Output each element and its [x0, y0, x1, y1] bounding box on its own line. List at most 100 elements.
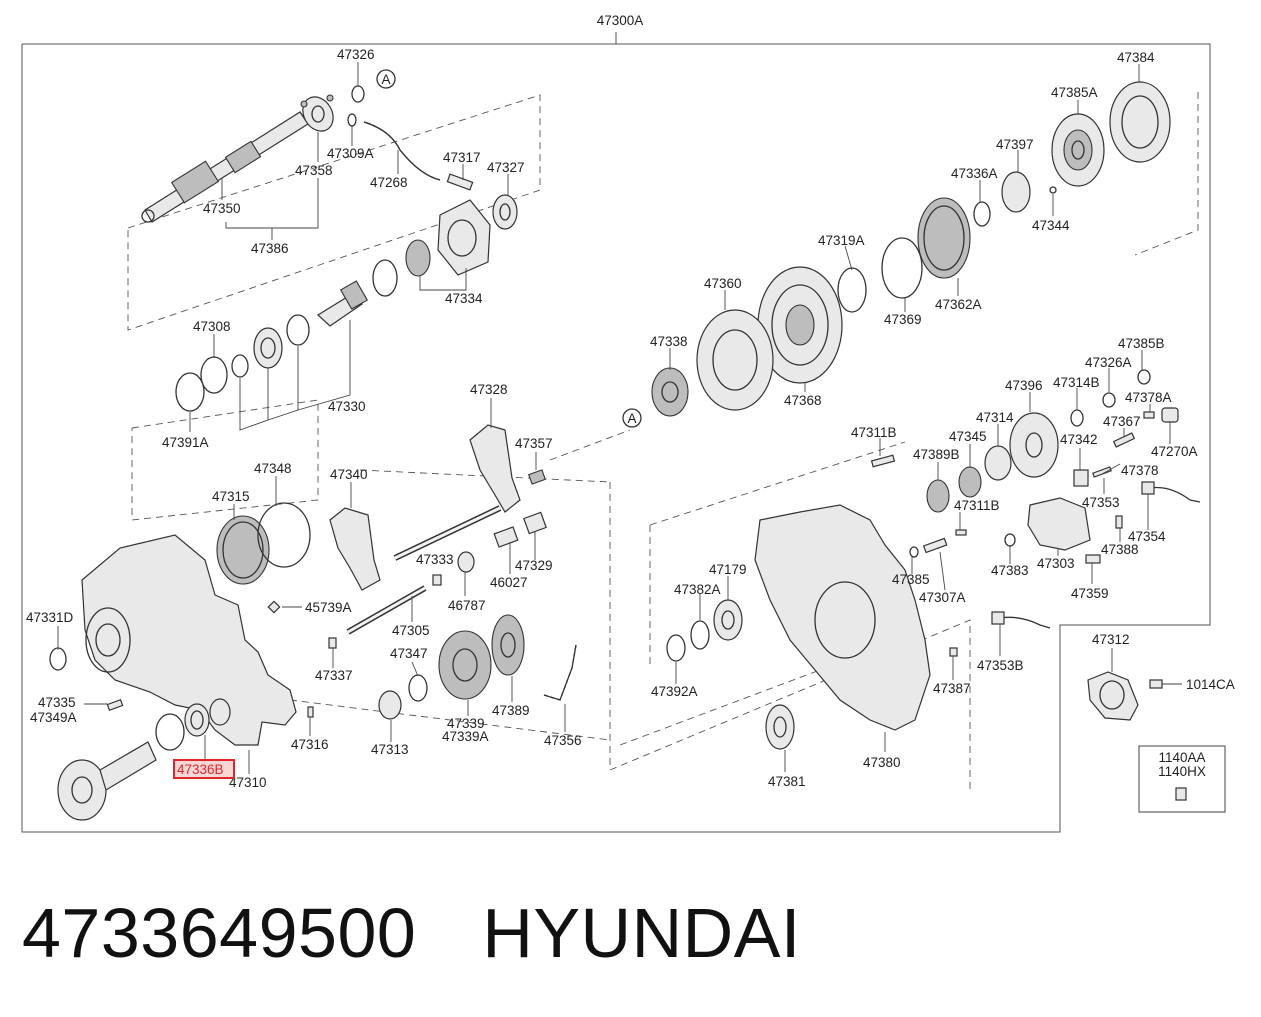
bolt-47388 [1115, 515, 1123, 529]
label-47362A: 47362A [935, 297, 982, 312]
part-labels: 47300A 47326 47309A 47358 47350 47386 47… [26, 13, 1235, 790]
label-47348: 47348 [254, 461, 292, 476]
bearing-47384 [1109, 81, 1171, 163]
label-47311B-second: 47311B [954, 498, 1000, 513]
label-47328: 47328 [470, 382, 508, 397]
label-47356: 47356 [544, 733, 582, 748]
label-47309A: 47309A [327, 146, 374, 161]
label-47392A: 47392A [651, 684, 698, 699]
label-47338: 47338 [650, 334, 688, 349]
label-47385: 47385 [892, 572, 930, 587]
snap-ring-47319A [837, 267, 867, 313]
diagram-frame [21, 32, 1211, 833]
dashed-group-lines [127, 92, 1199, 792]
seal-47331D [49, 647, 67, 671]
label-47350: 47350 [203, 201, 241, 216]
gear-47338 [651, 367, 689, 417]
pin-47378A [1143, 411, 1155, 419]
washer-large [155, 713, 185, 751]
drum-47368 [757, 266, 843, 384]
gear-47339 [438, 630, 492, 700]
label-47305: 47305 [392, 623, 430, 638]
cover-47396 [1009, 412, 1059, 478]
oil-seal-47336B [184, 703, 210, 737]
hub-47360 [696, 309, 774, 411]
label-47353: 47353 [1082, 495, 1120, 510]
bolt-47311B-low [955, 529, 967, 536]
pin-47317 [446, 173, 474, 191]
bearing-47385A [1051, 113, 1105, 187]
gear-47389B [926, 479, 950, 513]
clip-47336A [973, 201, 991, 227]
snap-ring-47391A [175, 372, 205, 412]
label-47314: 47314 [976, 410, 1014, 425]
label-47340: 47340 [330, 467, 368, 482]
label-47270A: 47270A [1151, 444, 1198, 459]
chain-ring-47315 [216, 515, 270, 585]
bearing-47345 [958, 466, 982, 498]
part-number: 4733649500 [22, 894, 417, 972]
label-47388: 47388 [1101, 542, 1139, 557]
label-47357: 47357 [515, 436, 553, 451]
cam-46027 [493, 526, 519, 548]
label-47336B: 47336B [177, 762, 224, 777]
snap-ring-small [231, 354, 249, 378]
label-47397: 47397 [996, 137, 1034, 152]
ring-47309A [347, 113, 357, 127]
label-47387: 47387 [933, 681, 971, 696]
label-47391A: 47391A [162, 435, 209, 450]
bearing-47314 [984, 445, 1012, 481]
label-47389B: 47389B [913, 447, 960, 462]
washer-47385 [909, 546, 919, 558]
snap-ring-47382A [690, 620, 710, 650]
label-47378A: 47378A [1125, 390, 1172, 405]
bearing-47308 [253, 327, 283, 369]
ref-marker-text: A [381, 72, 390, 87]
ref-marker-a-mid: A [622, 408, 642, 428]
bracket-45739A [267, 600, 281, 614]
label-47384: 47384 [1117, 50, 1155, 65]
bushing-46787 [457, 551, 475, 573]
label-47316: 47316 [291, 737, 329, 752]
label-47336A: 47336A [951, 166, 998, 181]
label-47359: 47359 [1071, 586, 1109, 601]
ball-47344 [1049, 186, 1057, 194]
label-46027: 46027 [490, 575, 528, 590]
label-47383: 47383 [991, 563, 1029, 578]
label-47313: 47313 [371, 742, 409, 757]
tube-47307A [922, 537, 948, 554]
brand-name: HYUNDAI [482, 894, 801, 972]
spring-47357 [528, 469, 546, 485]
label-47368: 47368 [784, 393, 822, 408]
label-47347: 47347 [390, 646, 428, 661]
label-47326: 47326 [337, 47, 375, 62]
label-47319A: 47319A [818, 233, 865, 248]
ref-marker-text: A [627, 411, 636, 426]
snap-ring-47369 [881, 237, 923, 299]
fork-47340 [329, 507, 381, 591]
snap-ring-47347 [408, 674, 428, 702]
shaft-47330 [317, 280, 369, 327]
bolt-47311B-top [870, 454, 896, 468]
bearing-47381 [765, 704, 795, 750]
rail-47305 [346, 505, 502, 635]
label-47385B: 47385B [1118, 336, 1165, 351]
label-47308: 47308 [193, 319, 231, 334]
snap-ring-47392A [666, 634, 686, 662]
label-47381: 47381 [768, 774, 806, 789]
label-47315: 47315 [212, 489, 250, 504]
ring-47326A [1102, 392, 1116, 408]
actuator-47303 [1027, 497, 1091, 551]
label-47349A: 47349A [30, 710, 77, 725]
label-47339A: 47339A [442, 729, 489, 744]
cover-47312 [1087, 671, 1139, 721]
label-47335: 47335 [38, 695, 76, 710]
sensor-47353 [1141, 481, 1201, 503]
sensor-47353B [991, 611, 1051, 629]
label-47333: 47333 [416, 552, 454, 567]
chain-47356 [543, 644, 577, 701]
carrier-47334 [437, 199, 491, 276]
label-47307A: 47307A [919, 590, 966, 605]
label-47380: 47380 [863, 755, 901, 770]
label-47327: 47327 [487, 160, 525, 175]
